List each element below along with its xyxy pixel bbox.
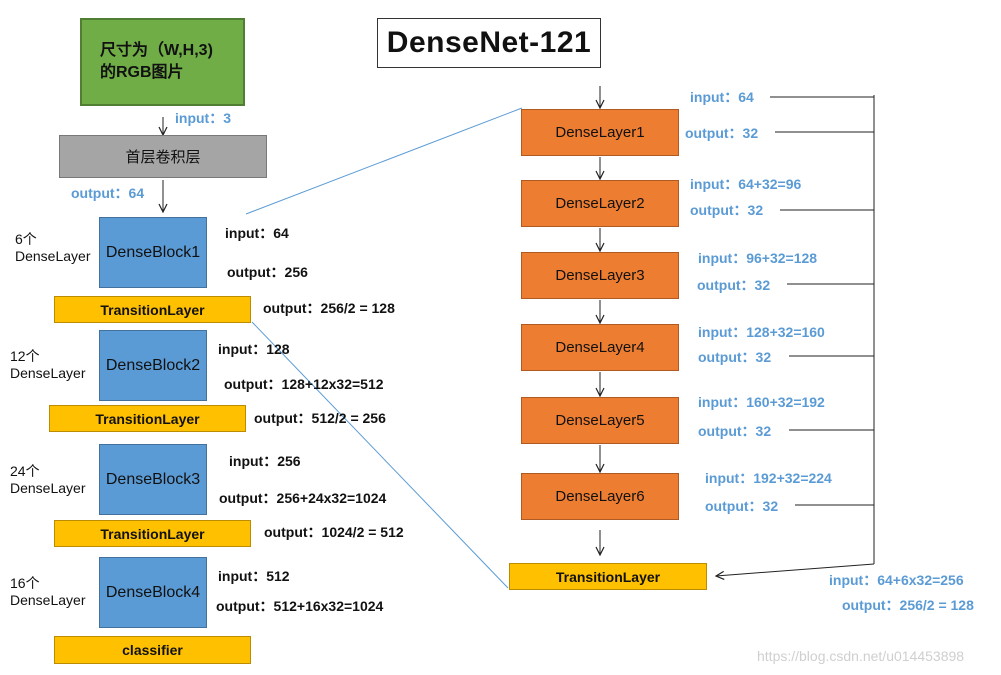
layer2-output-label: output：32	[690, 202, 764, 218]
detail-transition-layer: TransitionLayer	[509, 563, 707, 590]
zoom-line-bottom	[251, 321, 509, 589]
classifier-box: classifier	[54, 636, 251, 664]
dense-layer-4: DenseLayer4	[521, 324, 679, 371]
layer1-input-label: input：64	[690, 89, 754, 105]
input-image-label: 尺寸为（W,H,3) 的RGB图片	[100, 42, 213, 81]
input-channel-label: input：3	[175, 110, 231, 126]
dense-layer-2: DenseLayer2	[521, 180, 679, 227]
block1-layer-count: 6个 DenseLayer	[15, 231, 91, 264]
layer2-input-label: input：64+32=96	[690, 176, 802, 192]
transition-layer-3: TransitionLayer	[54, 520, 251, 547]
watermark: https://blog.csdn.net/u014453898	[757, 648, 965, 664]
block4-output-label: output：512+16x32=1024	[216, 598, 384, 614]
layer3-input-label: input：96+32=128	[698, 250, 818, 266]
block3-input-label: input：256	[229, 453, 301, 469]
detail-transition-input-label: input：64+6x32=256	[829, 572, 964, 588]
layer6-input-label: input：192+32=224	[705, 470, 832, 486]
first-conv-output-label: output：64	[71, 185, 145, 201]
transition-layer-1: TransitionLayer	[54, 296, 251, 323]
layer1-output-label: output：32	[685, 125, 759, 141]
detail-transition-output-label: output：256/2 = 128	[842, 597, 974, 613]
first-conv-box: 首层卷积层	[59, 135, 267, 178]
transition-layer-2: TransitionLayer	[49, 405, 246, 432]
dense-layer-3: DenseLayer3	[521, 252, 679, 299]
transition3-output-label: output：1024/2 = 512	[264, 524, 404, 540]
dense-block-4: DenseBlock4	[99, 557, 207, 628]
dense-block-3: DenseBlock3	[99, 444, 207, 515]
layer3-output-label: output：32	[697, 277, 771, 293]
block2-output-label: output：128+12x32=512	[224, 376, 384, 392]
block4-input-label: input：512	[218, 568, 290, 584]
block3-output-label: output：256+24x32=1024	[219, 490, 387, 506]
layer4-input-label: input：128+32=160	[698, 324, 825, 340]
transition2-output-label: output：512/2 = 256	[254, 410, 386, 426]
block2-input-label: input：128	[218, 341, 290, 357]
dense-layer-5: DenseLayer5	[521, 397, 679, 444]
dense-layer-6: DenseLayer6	[521, 473, 679, 520]
block3-layer-count: 24个 DenseLayer	[10, 463, 86, 496]
layer6-output-label: output：32	[705, 498, 779, 514]
block4-layer-count: 16个 DenseLayer	[10, 575, 86, 608]
input-image-box: 尺寸为（W,H,3) 的RGB图片	[80, 18, 245, 106]
block2-layer-count: 12个 DenseLayer	[10, 348, 86, 381]
block1-output-label: output：256	[227, 264, 308, 280]
transition1-output-label: output：256/2 = 128	[263, 300, 395, 316]
dense-block-2: DenseBlock2	[99, 330, 207, 401]
layer5-input-label: input：160+32=192	[698, 394, 825, 410]
block1-input-label: input：64	[225, 225, 289, 241]
diagram-title: DenseNet-121	[377, 18, 601, 68]
dense-layer-1: DenseLayer1	[521, 109, 679, 156]
zoom-line-top	[245, 107, 523, 215]
dense-block-1: DenseBlock1	[99, 217, 207, 288]
layer4-output-label: output：32	[698, 349, 772, 365]
layer5-output-label: output：32	[698, 423, 772, 439]
arrow-bus-to-transition	[716, 563, 875, 576]
